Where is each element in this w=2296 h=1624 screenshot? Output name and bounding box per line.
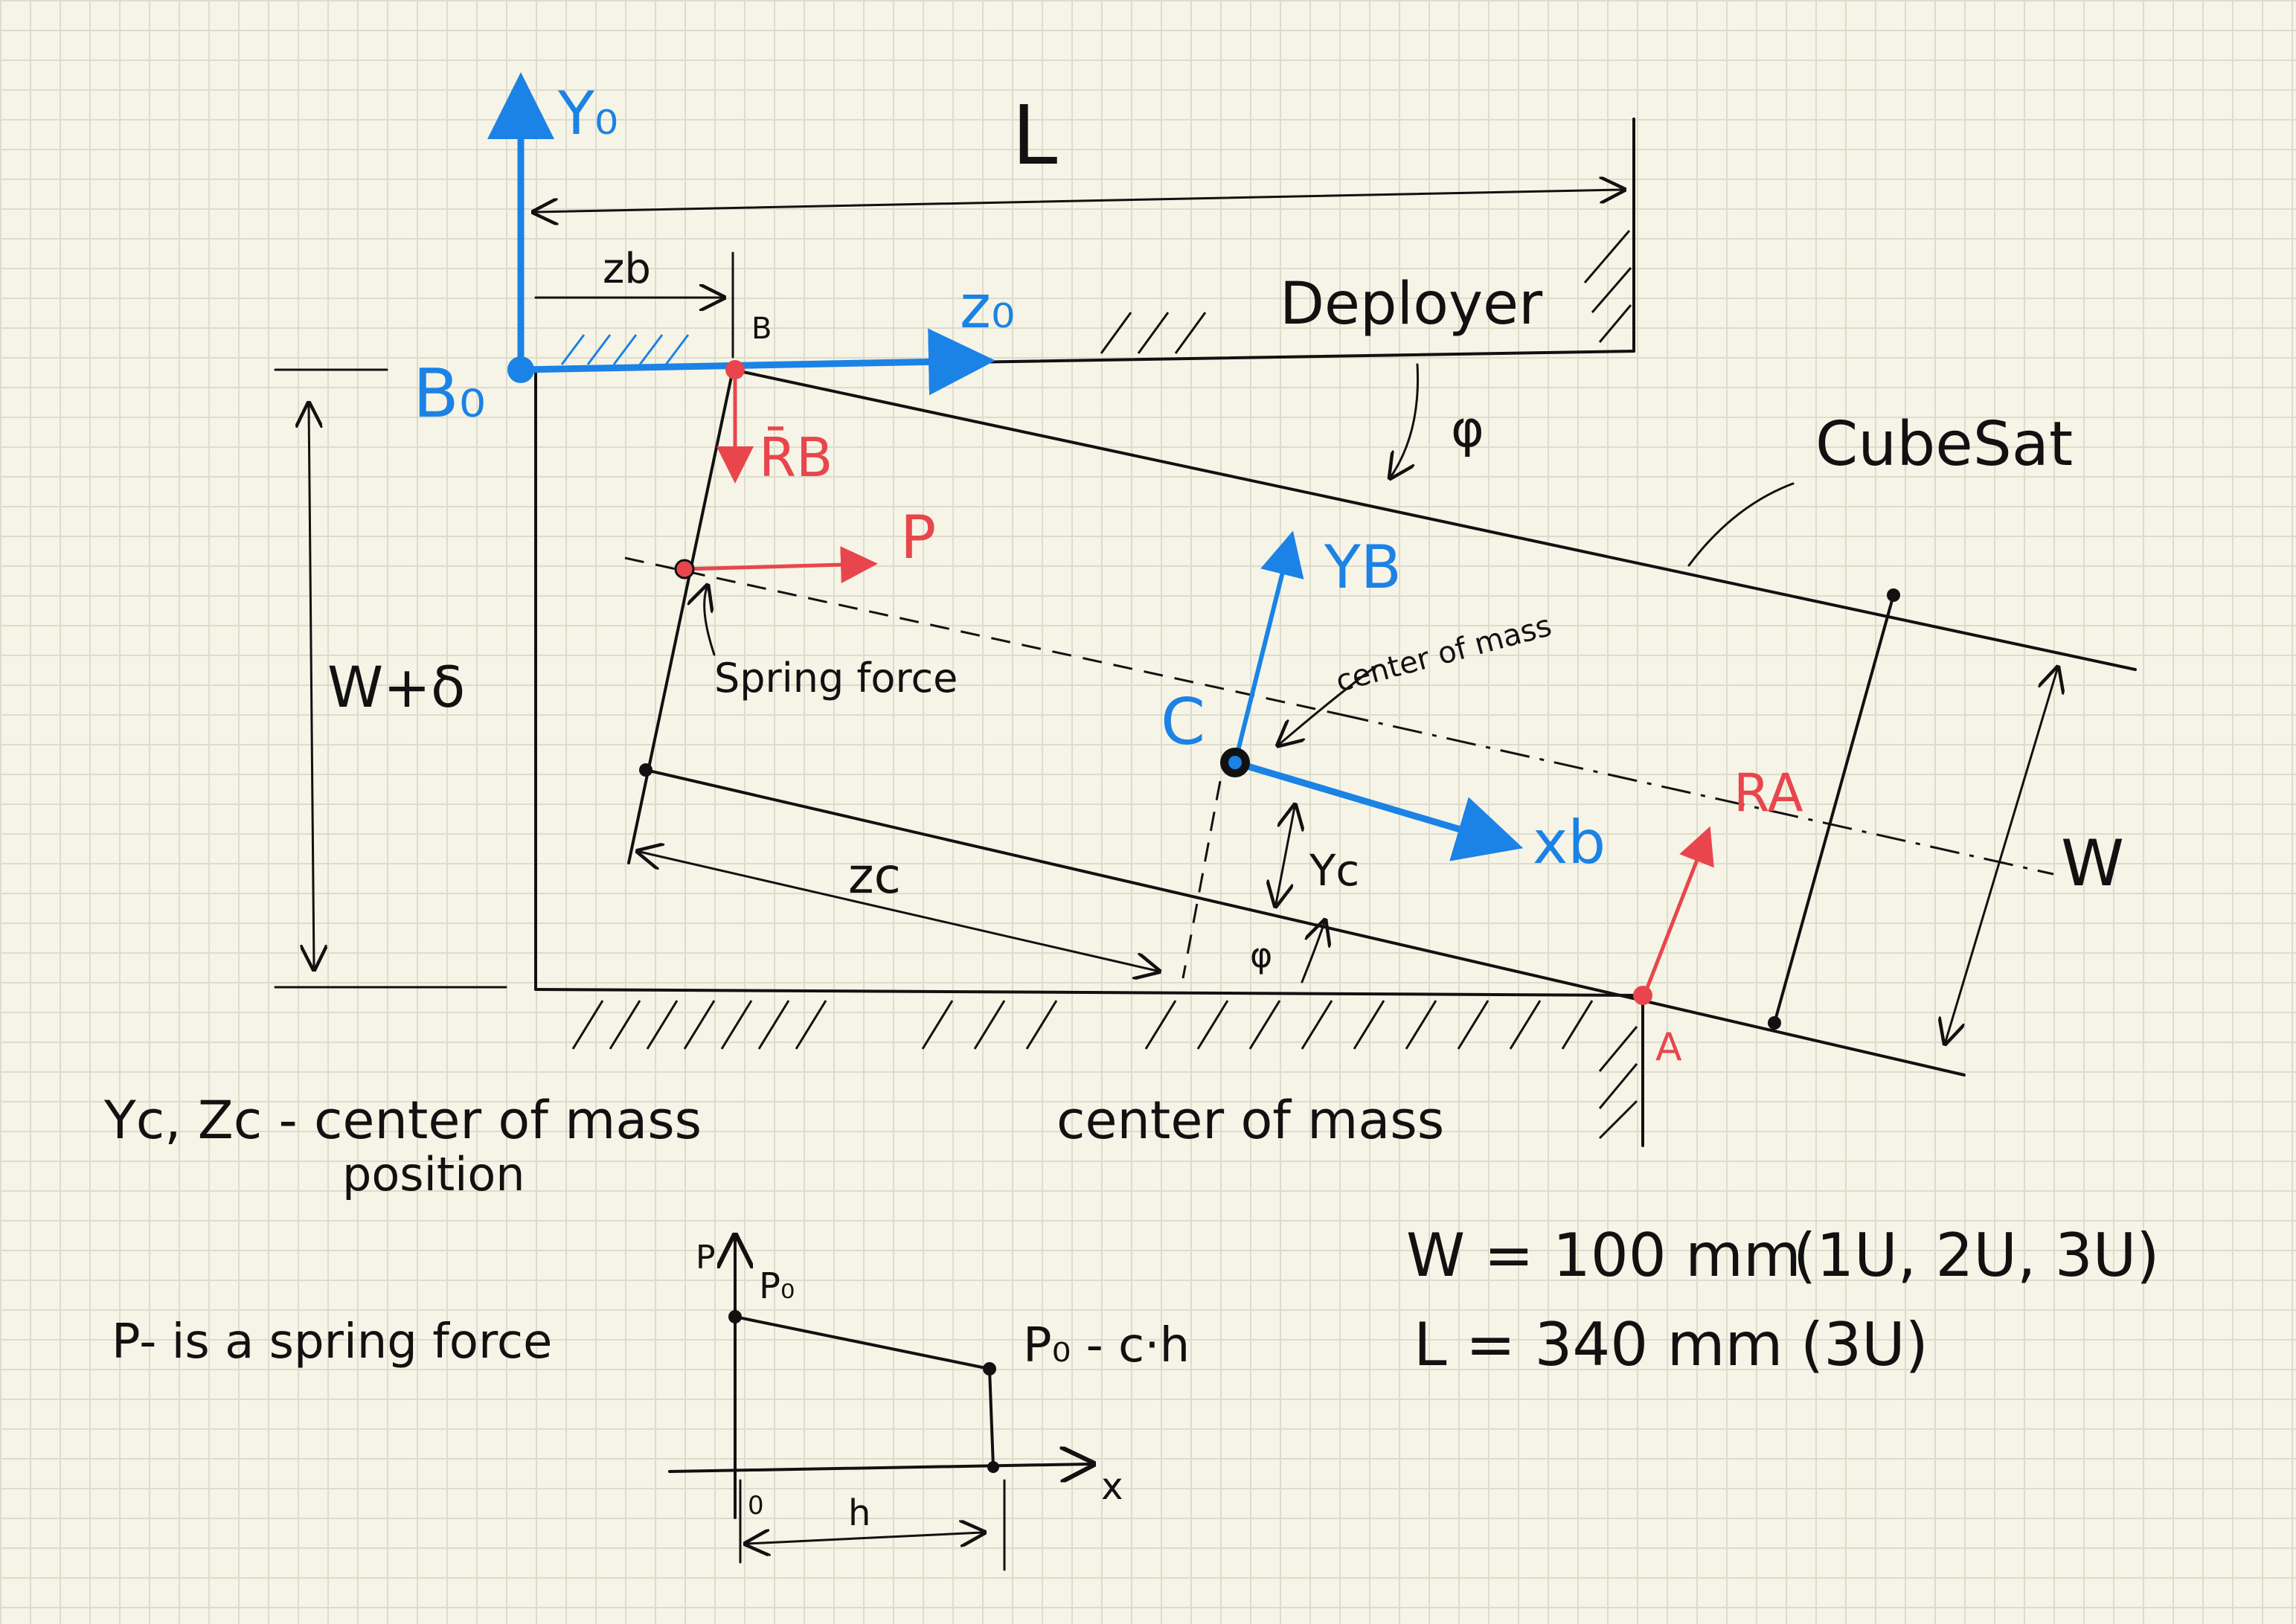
corner-point-bottom-left xyxy=(639,763,652,777)
label-phi-bottom: φ xyxy=(1250,935,1272,975)
cubesat-leader xyxy=(1687,482,1795,567)
com-pointer-arrow xyxy=(1280,664,1378,744)
a-contact-point xyxy=(1633,986,1652,1005)
label-l-units: (3U) xyxy=(1800,1310,1928,1379)
label-com-arrow: center of mass xyxy=(1333,609,1556,699)
phi-top-arrow xyxy=(1391,363,1420,476)
cubesat-right-edge xyxy=(1773,594,1895,1024)
spring-force-graph xyxy=(668,1239,1090,1571)
yb-axis-arrow xyxy=(1233,530,1304,765)
label-phi-top: φ xyxy=(1451,400,1484,459)
graph-end-point xyxy=(983,1362,996,1376)
dim-yc xyxy=(1276,807,1295,904)
label-b: B xyxy=(751,312,772,346)
label-deployer: Deployer xyxy=(1280,271,1543,338)
label-xb: xb xyxy=(1533,808,1606,877)
cubesat-body xyxy=(624,368,2137,1076)
com-drop-dash xyxy=(1181,780,1222,979)
ra-force-arrow xyxy=(1642,826,1714,998)
wall-hatching xyxy=(560,230,1638,1140)
cubesat-top-edge xyxy=(731,368,2137,671)
label-ra: RA xyxy=(1734,763,1803,824)
graph-label-0: 0 xyxy=(748,1491,764,1521)
label-cubesat: CubeSat xyxy=(1815,409,2073,480)
label-w-eq: W = 100 mm xyxy=(1406,1221,1801,1290)
label-p-spring: P- is a spring force xyxy=(112,1315,552,1370)
label-b0: B₀ xyxy=(413,355,486,433)
label-p: P xyxy=(900,503,936,572)
blue-axes xyxy=(487,72,1524,861)
cubesat-left-edge xyxy=(627,368,734,864)
graph-label-p: P xyxy=(696,1239,716,1277)
centerline-dash xyxy=(624,556,1340,716)
label-w-units: (1U, 2U, 3U) xyxy=(1793,1221,2160,1290)
p-force-arrow xyxy=(682,546,878,584)
legend-line1: Yc, Zc - center of mass xyxy=(103,1090,702,1151)
label-y0: Y₀ xyxy=(557,79,618,148)
spring-pointer-arrow xyxy=(705,588,716,656)
corner-point-bottom-right xyxy=(1768,1016,1781,1030)
b-contact-point xyxy=(725,360,745,379)
label-yc: Yc xyxy=(1309,845,1359,896)
corner-point-top-right xyxy=(1887,588,1900,602)
dim-W xyxy=(1946,670,2057,1042)
labels: Y₀ z₀ B₀ L zb B R̄B P Deployer φ CubeSat… xyxy=(103,79,2160,1534)
label-zc: zc xyxy=(848,847,901,905)
centerline-dashdot xyxy=(1338,713,2054,876)
spring-contact-point xyxy=(674,559,695,580)
label-spring-force: Spring force xyxy=(714,655,958,702)
dim-L xyxy=(536,190,1622,212)
graph-force-line xyxy=(734,1315,991,1370)
b0-origin-point xyxy=(507,356,534,383)
dimensions xyxy=(274,190,2057,1042)
label-com-bottom: center of mass xyxy=(1056,1090,1444,1151)
label-w-right: W xyxy=(2061,827,2124,901)
phi-bottom-arrow xyxy=(1301,922,1324,983)
label-w-delta: W+δ xyxy=(327,654,465,720)
dim-zc xyxy=(640,852,1157,971)
xb-axis-arrow xyxy=(1231,759,1524,861)
label-z0: z₀ xyxy=(960,272,1015,341)
graph-label-x: x xyxy=(1101,1465,1123,1508)
label-zb: zb xyxy=(603,245,651,293)
label-c: C xyxy=(1161,685,1205,760)
dim-w-delta xyxy=(309,405,314,967)
red-forces xyxy=(674,360,1714,1005)
graph-label-p0ch: P₀ - c·h xyxy=(1023,1318,1190,1373)
z0-axis-arrow xyxy=(517,328,995,396)
legend-line2: position xyxy=(342,1147,525,1201)
deployer-bottom-wall xyxy=(534,988,1641,997)
graph-label-p0: P₀ xyxy=(759,1265,795,1307)
graph-label-h: h xyxy=(848,1492,870,1534)
graph-h-point xyxy=(987,1461,999,1473)
graph-p0-point xyxy=(728,1310,742,1323)
graph-drop-line xyxy=(988,1367,995,1469)
graph-h-dim xyxy=(748,1532,982,1544)
label-rb: R̄B xyxy=(759,426,833,489)
label-L: L xyxy=(1012,88,1057,183)
label-a: A xyxy=(1655,1025,1682,1070)
label-yb: YB xyxy=(1324,533,1402,602)
graph-x-axis xyxy=(668,1464,1090,1471)
label-l-eq: L = 340 mm xyxy=(1414,1310,1783,1379)
c-center-inner xyxy=(1228,756,1242,769)
